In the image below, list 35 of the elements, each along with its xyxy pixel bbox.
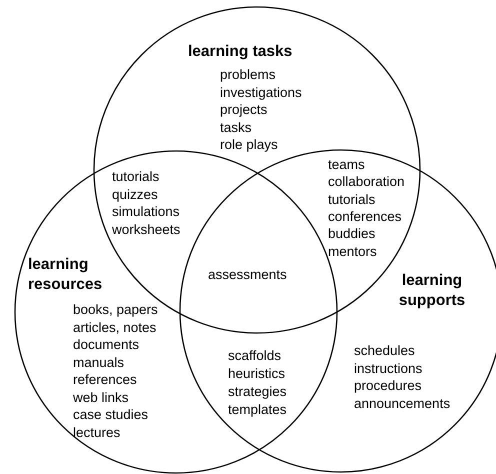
list-item: procedures	[354, 377, 422, 395]
list-item: tutorials	[112, 168, 160, 186]
list-item: scaffolds	[228, 347, 282, 365]
list-item: books, papers	[73, 301, 158, 319]
list-item: teams	[328, 156, 365, 174]
list-item: templates	[228, 401, 287, 419]
list-item: problems	[220, 66, 276, 84]
list-item: quizzes	[112, 186, 158, 204]
circle-title: learning supports	[398, 271, 466, 311]
list-item: investigations	[220, 84, 302, 102]
list-item: schedules	[354, 342, 415, 360]
list-item: manuals	[73, 354, 124, 372]
list-item: collaboration	[328, 173, 405, 192]
list-item: case studies	[73, 406, 148, 424]
list-item: web links	[73, 388, 129, 406]
list-item: articles, notes	[73, 318, 156, 336]
list-item: tutorials	[328, 190, 376, 209]
list-item: tasks	[220, 118, 252, 136]
list-item: projects	[220, 101, 268, 119]
list-item: strategies	[228, 383, 287, 401]
list-item: simulations	[112, 203, 180, 221]
list-item: announcements	[354, 394, 450, 412]
list-item: references	[73, 371, 137, 389]
list-item: role plays	[220, 136, 278, 154]
list-item: heuristics	[228, 365, 286, 383]
list-item: buddies	[328, 225, 376, 244]
list-item: worksheets	[112, 220, 180, 238]
list-item: mentors	[328, 242, 377, 260]
list-item: documents	[73, 336, 140, 354]
list-item: assessments	[208, 266, 287, 284]
list-item: conferences	[328, 208, 402, 226]
list-item: instructions	[354, 360, 422, 378]
circle-title: learning tasks	[188, 42, 294, 62]
circle-title: learning resources	[28, 255, 104, 295]
list-item: lectures	[73, 424, 120, 442]
